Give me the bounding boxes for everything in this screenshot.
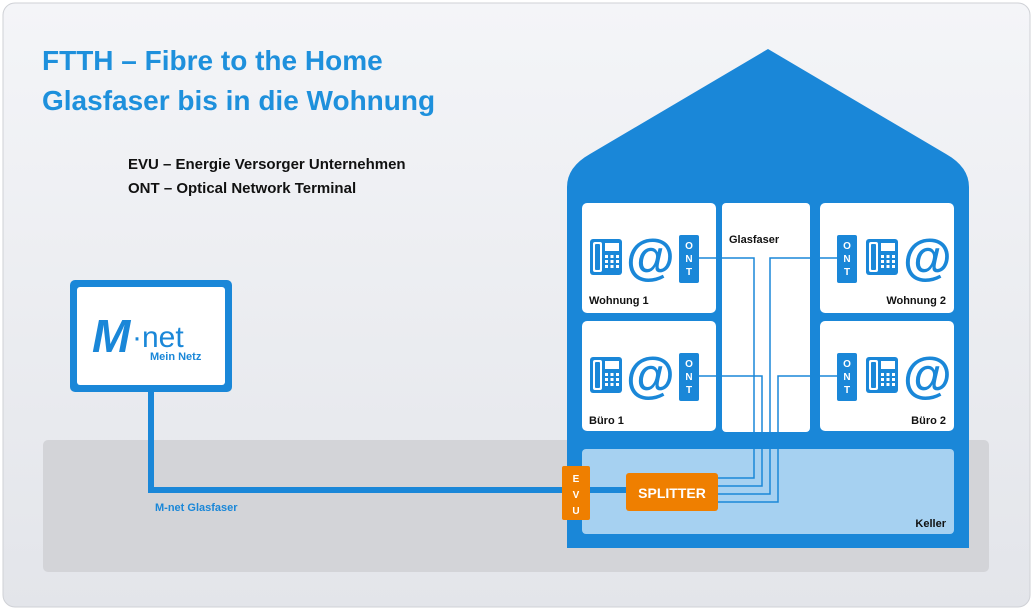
splitter-label: SPLITTER [638,485,706,501]
ont-box [679,235,699,283]
ont-box [679,353,699,401]
splitter-box [626,473,718,511]
ont-box [837,353,857,401]
unit-label: Wohnung 1 [589,295,649,307]
phone-icon [590,239,622,275]
mnet-fibre-cable [148,392,562,493]
svg-text:O: O [685,359,693,370]
svg-text:N: N [843,254,850,265]
fiber-line-buero-1 [699,375,763,487]
fiber-line-wohnung-1 [699,257,755,479]
svg-text:O: O [685,241,693,252]
svg-text:E: E [573,474,580,485]
unit-label: Büro 2 [911,415,946,427]
title-line-1: FTTH – Fibre to the Home [42,45,383,76]
fiber-line-wohnung-2 [718,257,837,495]
fiber-lines [699,257,837,503]
svg-text:U: U [572,506,579,517]
basement [582,449,954,534]
title-line-2: Glasfaser bis in die Wohnung [42,85,435,116]
phone-icon [590,357,622,393]
legend-ont: ONT – Optical Network Terminal [128,180,356,197]
svg-text:T: T [686,385,692,396]
unit-wohnung-2: O N T @ Wohnung 2 [820,203,954,313]
svg-text:T: T [844,267,850,278]
svg-text:V: V [573,490,580,501]
unit-label: Büro 1 [589,415,624,427]
mnet-cable-label: M-net Glasfaser [155,502,238,514]
svg-text:N: N [685,254,692,265]
basement-label: Keller [915,518,946,530]
unit-buero-2: O N T @ Büro 2 [820,321,954,431]
email-at-icon: @ [903,229,952,285]
fiber-label: Glasfaser [729,234,780,246]
svg-text:N: N [685,372,692,383]
mnet-logo-m: M [92,310,132,362]
email-at-icon: @ [626,229,675,285]
phone-icon [866,357,898,393]
ont-box [837,235,857,283]
unit-buero-1: @ O N T Büro 1 [582,321,716,431]
unit-wohnung-1: @ O N T Wohnung 1 [582,203,716,313]
svg-text:N: N [843,372,850,383]
svg-text:T: T [686,267,692,278]
unit-label: Wohnung 2 [886,295,946,307]
email-at-icon: @ [626,347,675,403]
mnet-logo-box: M ·net Mein Netz [70,280,232,392]
mnet-logo-net: ·net [132,321,184,354]
phone-icon [866,239,898,275]
fiber-shaft [722,203,810,432]
fiber-line-buero-2 [718,375,837,503]
svg-text:O: O [843,241,851,252]
legend-evu: EVU – Energie Versorger Unternehmen [128,156,406,173]
evu-box [562,466,590,520]
email-at-icon: @ [903,347,952,403]
mnet-logo-tagline: Mein Netz [150,351,202,363]
svg-text:O: O [843,359,851,370]
svg-text:T: T [844,385,850,396]
